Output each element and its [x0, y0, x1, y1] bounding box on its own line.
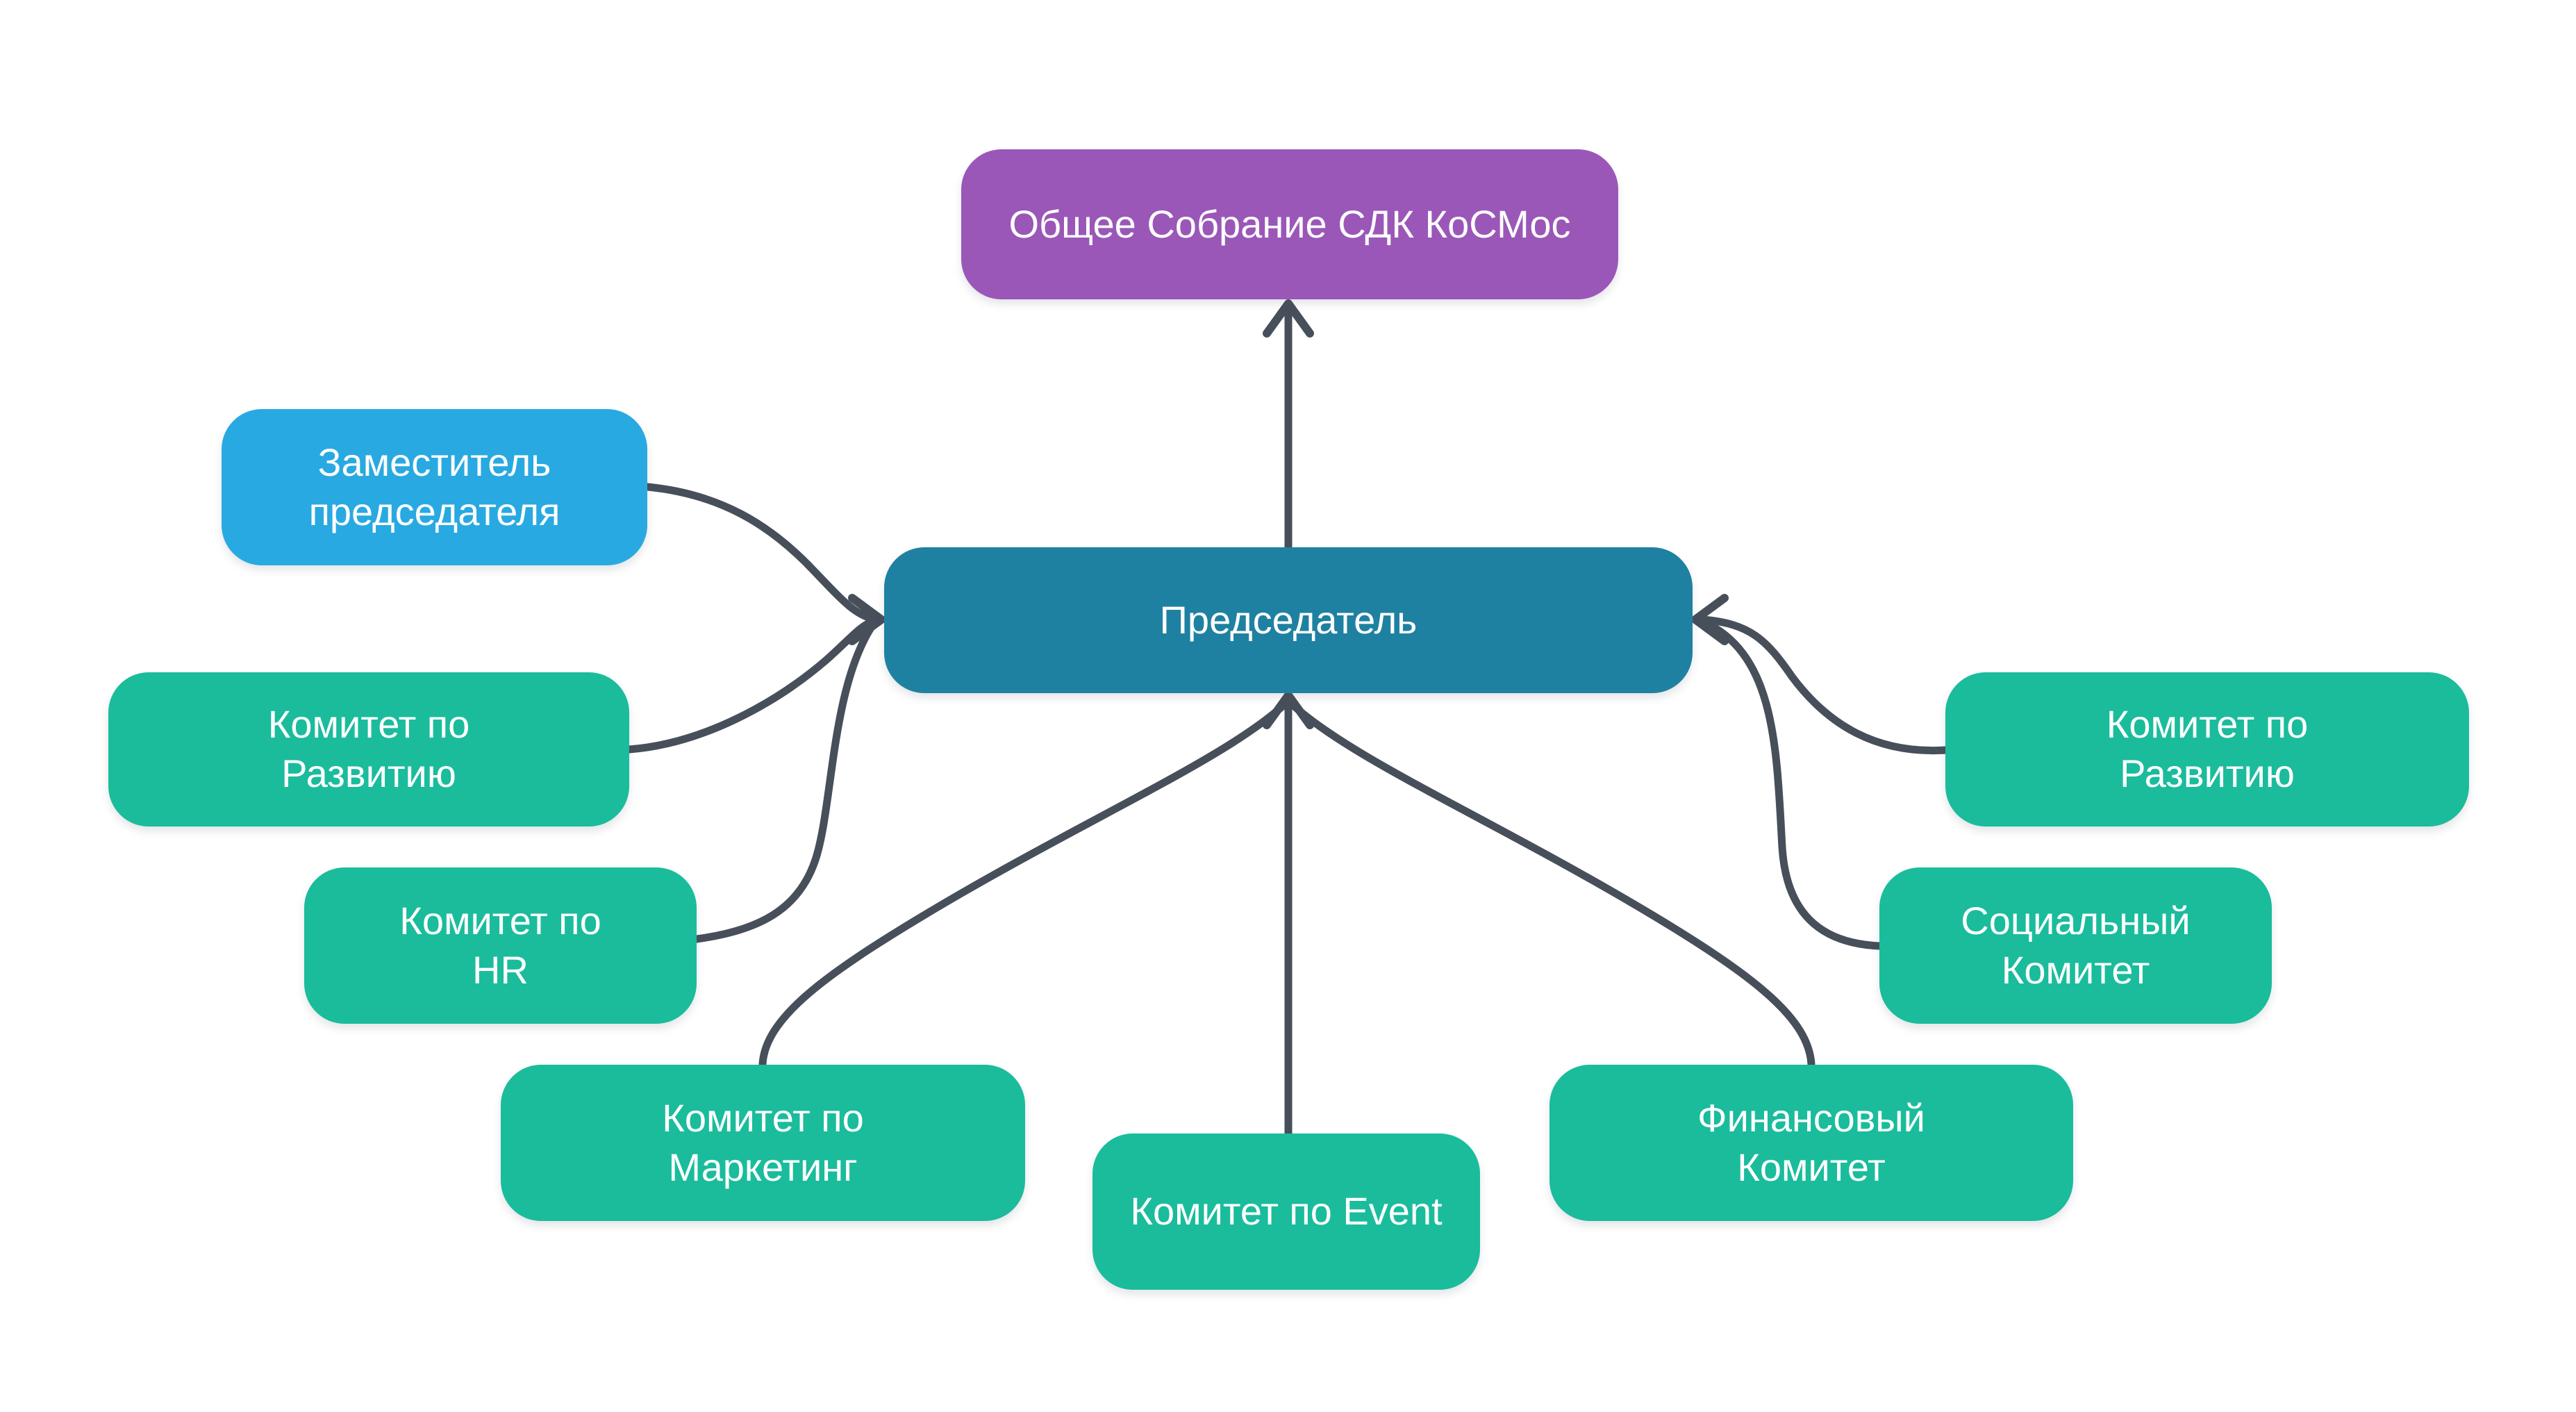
- node-committee-marketing-label-line1: Комитет по: [662, 1095, 864, 1140]
- edge-hr-chairman: [692, 617, 879, 943]
- node-deputy-chairman-label-line2: председателя: [308, 489, 560, 533]
- edge-social-chairman: [1697, 617, 1884, 950]
- edge-development-right-chairman: [1697, 615, 1950, 755]
- node-deputy-chairman: Заместитель председателя: [222, 409, 647, 565]
- node-committee-development-left-label-line2: Развитию: [281, 751, 456, 795]
- node-committee-finance: Финансовый Комитет: [1549, 1065, 2073, 1221]
- node-committee-development-right: Комитет по Развитию: [1945, 672, 2469, 827]
- arrowhead-left-chairman-icon: [1691, 594, 1729, 645]
- node-general-assembly: Общее Собрание СДК КоСМос: [961, 149, 1618, 299]
- node-committee-finance-label-line2: Комитет: [1737, 1145, 1886, 1189]
- node-committee-event-label: Комитет по Event: [1130, 1189, 1443, 1234]
- node-general-assembly-label: Общее Собрание СДК КоСМос: [1008, 201, 1571, 246]
- node-committee-development-right-label-line1: Комитет по: [2106, 702, 2309, 747]
- arrowhead-up-assembly-icon: [1263, 299, 1314, 338]
- edge-deputy-chairman: [643, 483, 879, 624]
- node-committee-hr: Комитет по HR: [304, 867, 697, 1024]
- node-committee-development-left: Комитет по Развитию: [108, 672, 629, 827]
- arrowhead-right-chairman-icon: [848, 594, 886, 645]
- node-committee-marketing: Комитет по Маркетинг: [501, 1065, 1025, 1221]
- node-committee-hr-label-line2: HR: [472, 947, 529, 992]
- edge-development-left-chairman: [625, 616, 879, 754]
- node-chairman-label: Председатель: [1159, 597, 1418, 642]
- node-committee-hr-label-line1: Комитет по: [399, 898, 601, 942]
- node-deputy-chairman-label-line1: Заместитель: [317, 440, 551, 484]
- node-committee-marketing-label-line2: Маркетинг: [668, 1145, 858, 1189]
- node-chairman: Председатель: [884, 547, 1693, 693]
- edge-finance-chairman: [1286, 699, 1815, 1068]
- node-committee-social-label-line2: Комитет: [2001, 947, 2150, 992]
- node-committee-social: Социальный Комитет: [1879, 867, 2272, 1024]
- node-committee-event: Комитет по Event: [1092, 1133, 1480, 1290]
- node-committee-finance-label-line1: Финансовый: [1697, 1095, 1925, 1140]
- node-committee-social-label-line1: Социальный: [1961, 898, 2191, 942]
- node-committee-development-left-label-line1: Комитет по: [267, 702, 470, 747]
- arrowhead-up-chairman-icon: [1263, 691, 1314, 729]
- edge-marketing-chairman: [758, 699, 1290, 1068]
- node-committee-development-right-label-line2: Развитию: [2120, 751, 2295, 795]
